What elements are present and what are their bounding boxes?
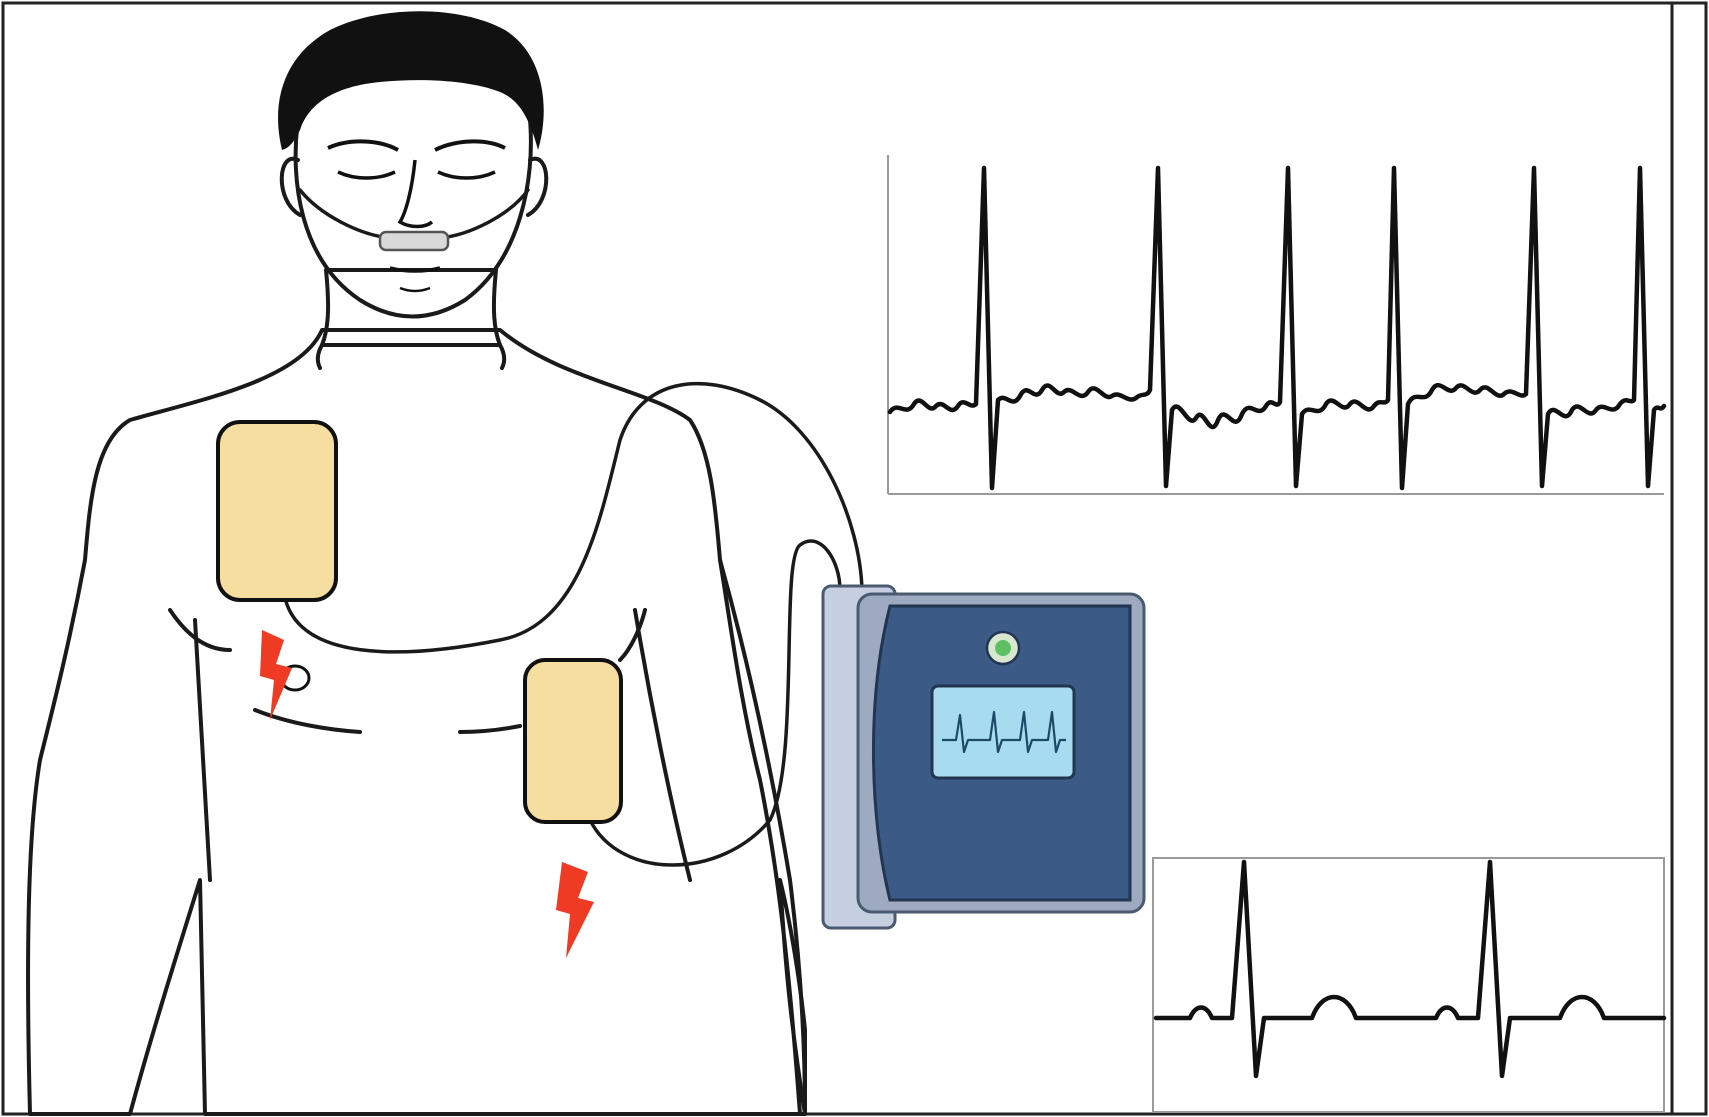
nasal-cannula: [380, 232, 448, 250]
power-button-icon: [995, 640, 1011, 656]
lower-left-chest-pad: [525, 660, 621, 822]
normal-rhythm-panel: [1153, 858, 1664, 1112]
upper-right-chest-pad: [218, 422, 336, 600]
defibrillator-monitor: [823, 586, 1144, 928]
device-screen: [932, 686, 1074, 778]
bottom-panel-box: [1153, 858, 1664, 1112]
